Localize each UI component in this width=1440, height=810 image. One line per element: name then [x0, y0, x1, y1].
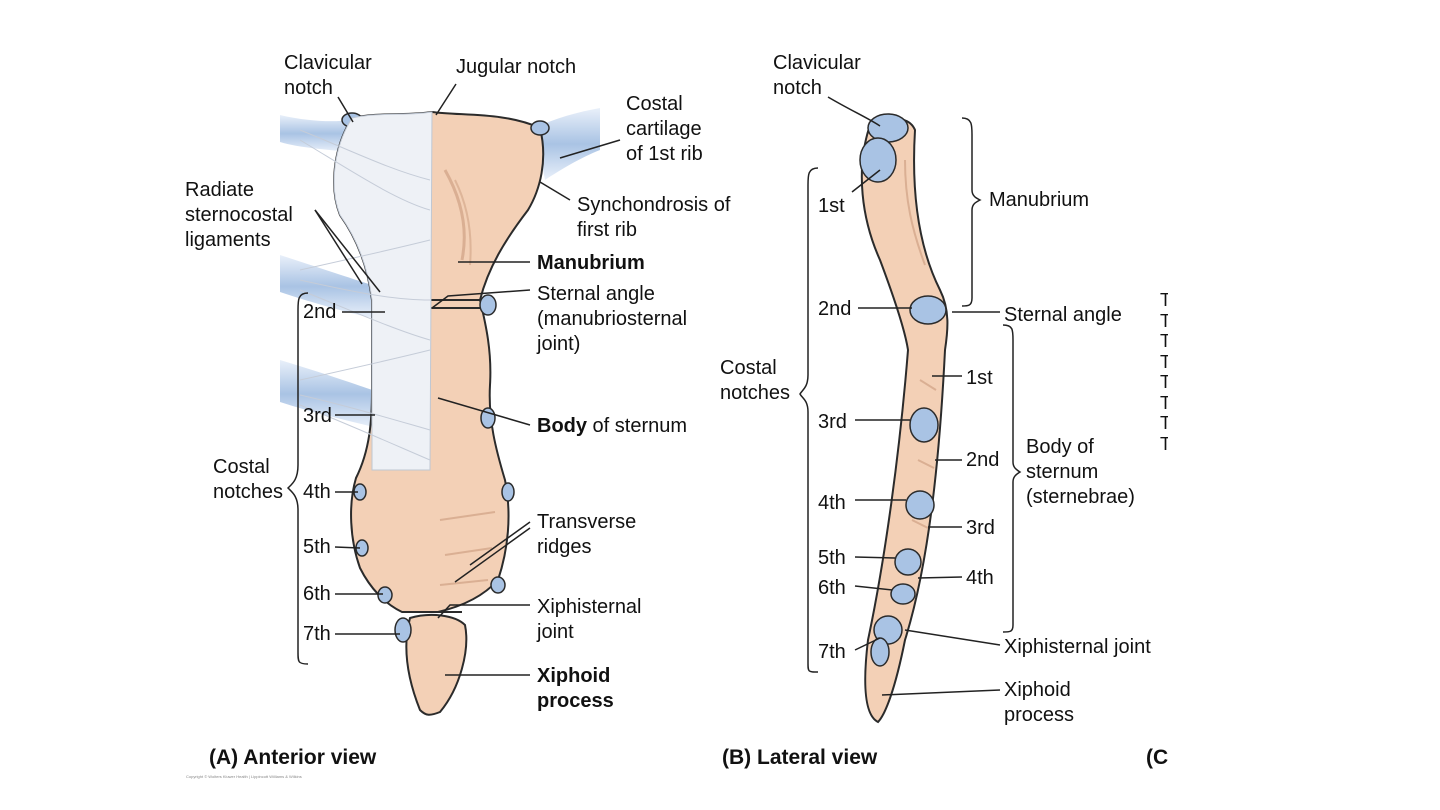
label-line: Sternal angle: [537, 283, 655, 305]
label-notch-2nd-b: 2nd: [818, 298, 852, 320]
label-notch-7th-b: 7th: [818, 641, 846, 663]
radiate-ligaments-sheet: [299, 111, 433, 471]
label-jugular-notch: Jugular notch: [456, 56, 577, 78]
label-clavicular-notch-b: Clavicular notch: [773, 51, 861, 101]
label-line: process: [537, 690, 614, 712]
cut-letter: T: [1160, 331, 1168, 351]
label-notch-7th-a: 7th: [303, 623, 331, 645]
caption-lateral-view: (B) Lateral view: [722, 746, 878, 769]
cut-letter: T: [1160, 290, 1168, 310]
label-notch-3rd-b: 3rd: [818, 411, 847, 433]
label-line: cartilage: [626, 118, 702, 140]
label-line: notch: [284, 77, 333, 99]
label-sternebra-1st: 1st: [966, 367, 993, 389]
sternum-lateral: [859, 113, 949, 724]
label-costal-cartilage: Costal cartilage of 1st rib: [626, 92, 703, 167]
label-line: joint: [537, 621, 574, 643]
label-manubrium-a: Manubrium: [537, 252, 645, 274]
label-line: Costal: [213, 456, 270, 478]
copyright-notice: Copyright © Wolters Kluwer Health | Lipp…: [186, 774, 302, 779]
cut-letter: T: [1160, 392, 1168, 413]
label-xiphisternal-joint-a: Xiphisternal joint: [537, 595, 642, 645]
label-notch-2nd-a: 2nd: [303, 301, 337, 323]
label-manubrium-b: Manubrium: [989, 189, 1090, 211]
label-notch-5th-b: 5th: [818, 547, 846, 569]
label-notch-6th-b: 6th: [818, 577, 846, 599]
leaders-a: [286, 83, 621, 676]
label-line: sternum: [1026, 461, 1099, 483]
label-sternal-angle-b: Sternal angle: [1004, 304, 1122, 326]
label-sternebra-3rd: 3rd: [966, 517, 995, 539]
label-line: ligaments: [185, 229, 271, 251]
label-line: process: [1004, 704, 1075, 726]
label-notch-5th-a: 5th: [303, 536, 331, 558]
label-xiphoid-process-a: Xiphoid process: [537, 664, 614, 714]
cut-letter: T: [1160, 310, 1168, 331]
label-xiphoid-process-b: Xiphoid process: [1004, 678, 1074, 728]
cut-letter: T: [1160, 413, 1168, 433]
label-line: Body of: [1026, 436, 1094, 458]
label-costal-notches-b: Costal notches: [720, 356, 790, 406]
label-line: Costal: [626, 93, 683, 115]
label-sternebra-2nd: 2nd: [966, 449, 1000, 471]
label-line: notch: [773, 77, 822, 99]
label-line: notches: [720, 382, 791, 404]
label-line: joint): [537, 333, 581, 355]
label-line: notches: [213, 481, 284, 503]
label-body-of-sternum-a: Body of sternum: [537, 414, 687, 439]
label-transverse-ridges: Transverse ridges: [537, 510, 636, 560]
label-body-bold: Body: [537, 415, 587, 437]
label-line: Xiphoid: [537, 665, 611, 687]
label-line: Clavicular: [773, 52, 861, 74]
label-notch-1st-b: 1st: [818, 195, 845, 217]
label-radiate-ligaments: Radiate sternocostal ligaments: [185, 178, 293, 253]
label-xiphisternal-joint-b: Xiphisternal joint: [1004, 636, 1151, 658]
label-sternal-angle-a: Sternal angle (manubriosternal joint): [537, 282, 687, 357]
leaders-b: [799, 96, 1022, 696]
cut-letter: T: [1160, 433, 1168, 454]
label-body-rest: of sternum: [587, 415, 688, 437]
label-line: ridges: [537, 536, 592, 558]
label-clavicular-notch-a: Clavicular notch: [284, 51, 372, 101]
panel-c-cut-labels: T T T T T T T T: [1160, 290, 1168, 460]
label-line: Synchondrosis of: [577, 194, 731, 216]
label-notch-3rd-a: 3rd: [303, 405, 332, 427]
label-line: sternocostal: [185, 204, 293, 226]
label-line: Clavicular: [284, 52, 372, 74]
label-costal-notches-a: Costal notches: [213, 455, 283, 505]
rib-cartilages-a: [280, 108, 600, 428]
label-notch-4th-a: 4th: [303, 481, 331, 503]
cut-letter: T: [1160, 372, 1168, 392]
xiphoid-shape: [405, 613, 468, 716]
label-line: Xiphoid: [1004, 679, 1071, 701]
cut-letter: T: [1160, 351, 1168, 372]
label-line: first rib: [577, 219, 637, 241]
caption-anterior-view: (A) Anterior view: [209, 746, 377, 769]
label-line: (sternebrae): [1026, 486, 1135, 508]
label-line: Radiate: [185, 179, 254, 201]
label-line: Xiphisternal: [537, 596, 642, 618]
caption-panel-c: (C: [1146, 746, 1168, 769]
label-notch-6th-a: 6th: [303, 583, 331, 605]
label-sternebra-4th: 4th: [966, 567, 994, 589]
label-notch-4th-b: 4th: [818, 492, 846, 514]
label-synchondrosis: Synchondrosis of first rib: [577, 193, 730, 243]
label-line: (manubriosternal: [537, 308, 688, 330]
label-line: Transverse: [537, 511, 637, 533]
label-line: of 1st rib: [626, 143, 703, 165]
label-line: Costal: [720, 357, 777, 379]
label-body-of-sternum-b: Body of sternum (sternebrae): [1026, 435, 1135, 510]
